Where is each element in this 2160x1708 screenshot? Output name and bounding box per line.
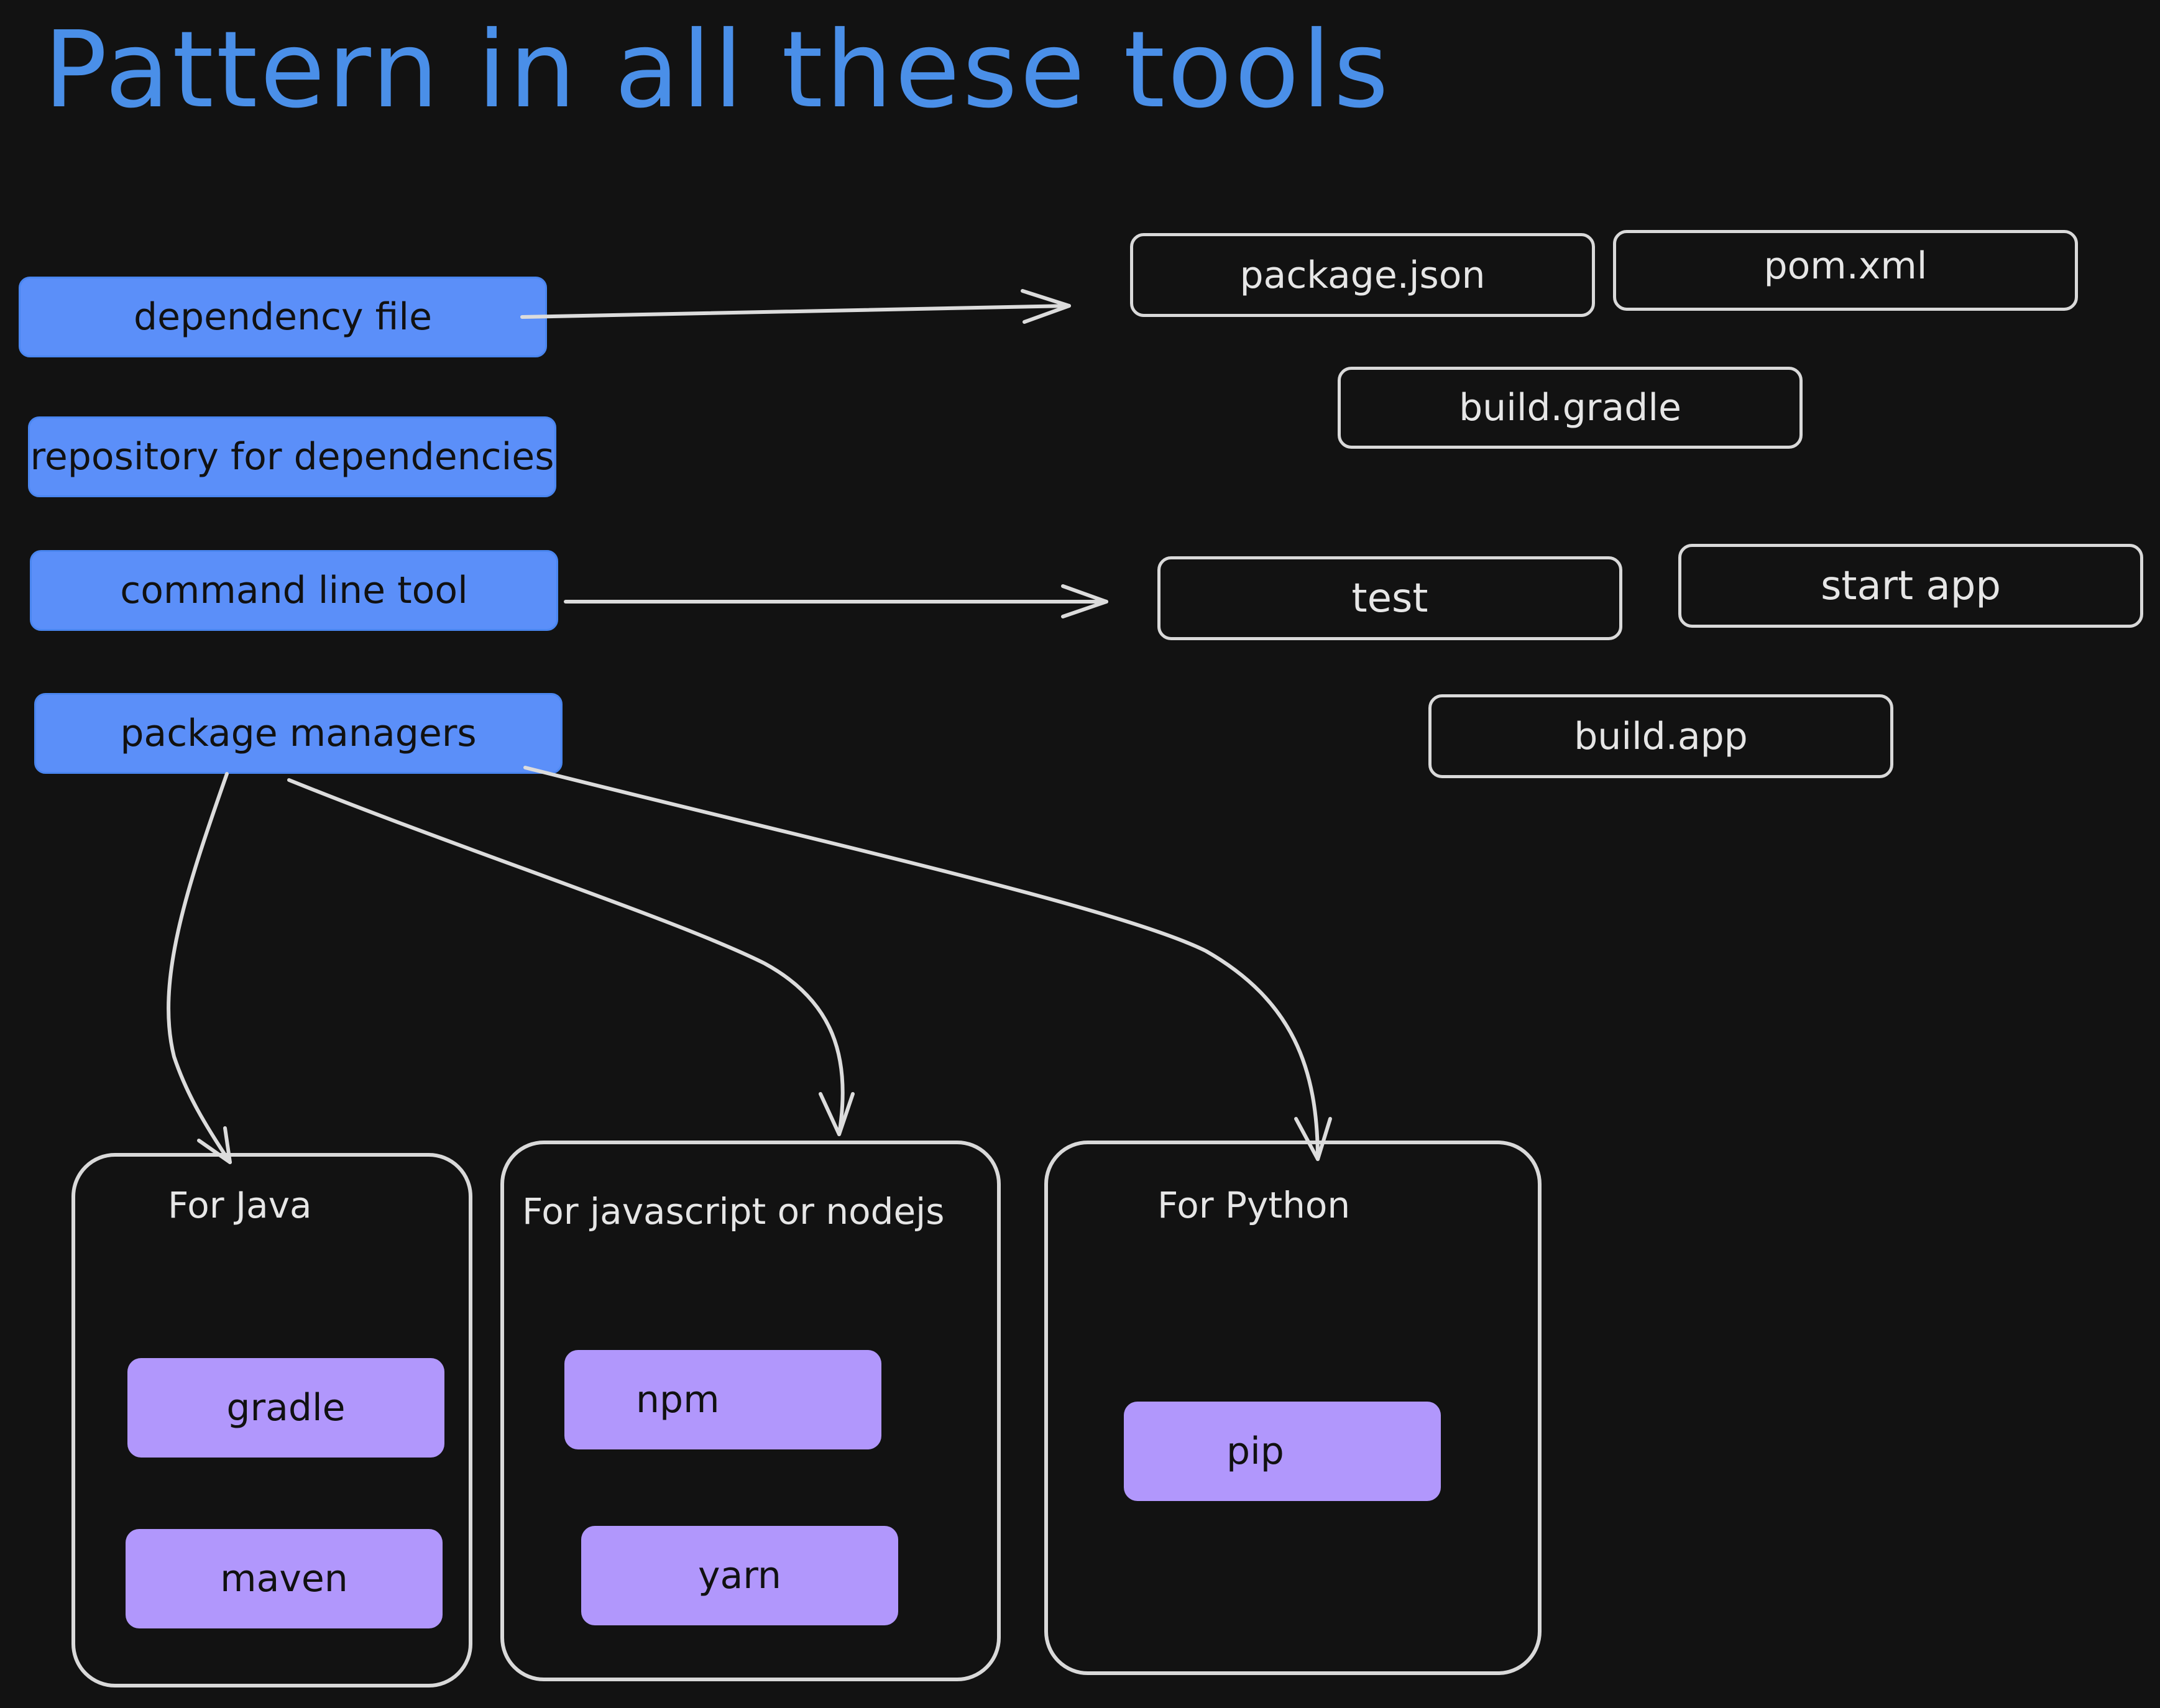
file-build-gradle: build.gradle — [1338, 367, 1803, 449]
command-build-app: build.app — [1428, 694, 1893, 778]
arrow-package-managers-to-python — [523, 766, 1332, 1161]
arrow-command-line-tool-to-examples — [564, 584, 1108, 618]
group-javascript — [500, 1141, 1001, 1681]
file-pom-xml: pom.xml — [1613, 230, 2078, 311]
tool-maven: maven — [126, 1529, 443, 1628]
group-java-label: For Java — [168, 1184, 312, 1226]
diagram-title: Pattern in all these tools — [44, 9, 1391, 132]
file-package-json: package.json — [1130, 233, 1595, 317]
concept-command-line-tool: command line tool — [30, 550, 558, 631]
command-test: test — [1157, 556, 1622, 640]
command-start-app: start app — [1678, 544, 2143, 628]
group-python — [1044, 1141, 1542, 1675]
arrow-package-managers-to-java — [167, 772, 232, 1164]
tool-gradle: gradle — [127, 1358, 444, 1458]
group-javascript-label: For javascript or nodejs — [522, 1190, 945, 1233]
concept-package-managers: package managers — [34, 693, 563, 774]
arrow-dependency-file-to-examples — [520, 289, 1071, 324]
group-java — [71, 1153, 472, 1687]
tool-npm: npm — [564, 1350, 881, 1449]
tool-pip: pip — [1124, 1402, 1441, 1501]
tool-yarn: yarn — [581, 1526, 898, 1625]
arrow-package-managers-to-javascript — [287, 778, 855, 1136]
concept-dependency-file: dependency file — [19, 277, 547, 357]
group-python-label: For Python — [1157, 1184, 1351, 1226]
concept-repository: repository for dependencies — [28, 416, 556, 497]
